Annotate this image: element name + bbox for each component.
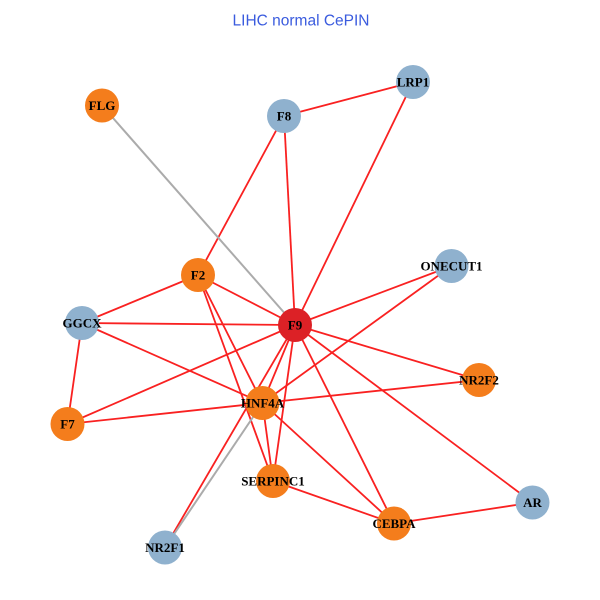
svg-text:FLG: FLG (89, 98, 116, 113)
svg-text:SERPINC1: SERPINC1 (241, 474, 305, 489)
svg-text:NR2F1: NR2F1 (145, 540, 185, 555)
svg-text:GGCX: GGCX (63, 316, 103, 331)
svg-text:LRP1: LRP1 (397, 75, 430, 90)
svg-text:ONECUT1: ONECUT1 (420, 259, 482, 274)
svg-text:HNF4A: HNF4A (241, 396, 285, 411)
svg-text:F8: F8 (277, 109, 292, 124)
svg-text:AR: AR (523, 495, 542, 510)
svg-text:LIHC normal CePIN: LIHC normal CePIN (233, 13, 370, 30)
svg-text:F7: F7 (60, 417, 75, 432)
svg-text:F9: F9 (288, 318, 303, 333)
svg-text:CEBPA: CEBPA (372, 516, 416, 531)
svg-text:NR2F2: NR2F2 (459, 373, 499, 388)
svg-text:F2: F2 (191, 268, 205, 283)
